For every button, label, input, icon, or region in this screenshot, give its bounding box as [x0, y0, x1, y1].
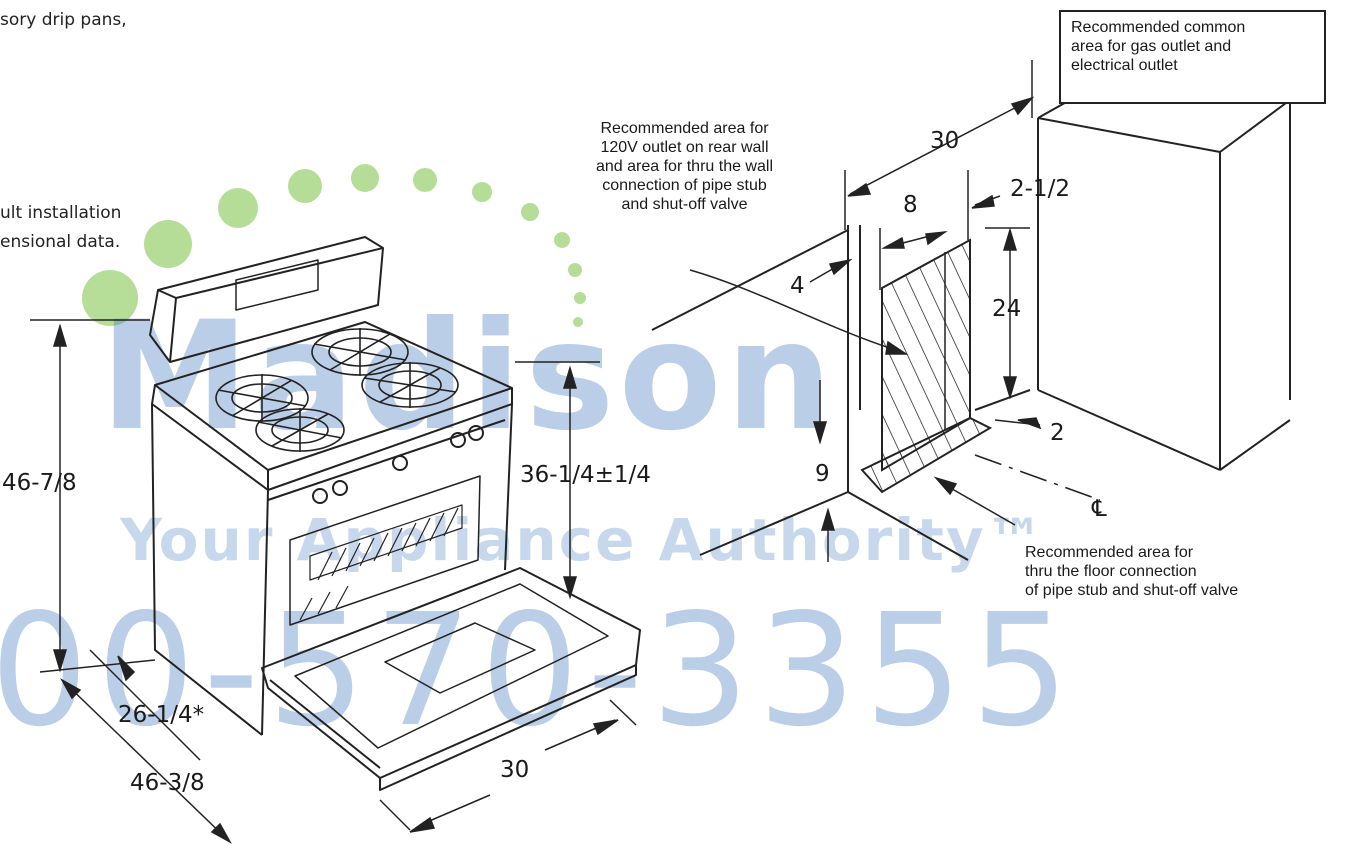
rear-wall-label-heading: Recommended area for 120V outlet on rear…	[600, 120, 769, 156]
side-offset-dimension: 2-1/2	[1010, 176, 1070, 202]
area-height-dimension: 24	[992, 296, 1022, 322]
body-depth-dimension: 26-1/4*	[118, 702, 205, 728]
counter-height-dimension: 36-1/4±1/4	[520, 462, 651, 488]
range-height-dimension: 46-7/8	[2, 470, 77, 496]
watermark-tagline: Your Appliance Authority™	[120, 506, 1046, 574]
floor-offset-dimension: 2	[1050, 420, 1065, 446]
wall-width-dimension: 30	[930, 128, 960, 154]
floor-area-label: Recommended area for thru the floor conn…	[1025, 544, 1239, 599]
installation-text-fragment: ult installation	[0, 203, 122, 223]
rear-wall-label-detail: and area for thru the wall connection of…	[596, 158, 773, 213]
common-area-label: Recommended common area for gas outlet a…	[1059, 10, 1326, 104]
intro-text-fragment: sory drip pans,	[0, 10, 127, 30]
wall-offset-dimension: 4	[790, 273, 805, 299]
watermark-phone: 00-570-3355	[0, 580, 1078, 761]
area-width-dimension: 8	[903, 192, 918, 218]
range-width-dimension: 30	[500, 757, 530, 783]
centerline-symbol: ℄	[1092, 496, 1107, 522]
dimensional-data-text-fragment: ensional data.	[0, 232, 121, 252]
floor-height-dimension: 9	[815, 461, 830, 487]
door-open-depth-dimension: 46-3/8	[130, 770, 205, 796]
